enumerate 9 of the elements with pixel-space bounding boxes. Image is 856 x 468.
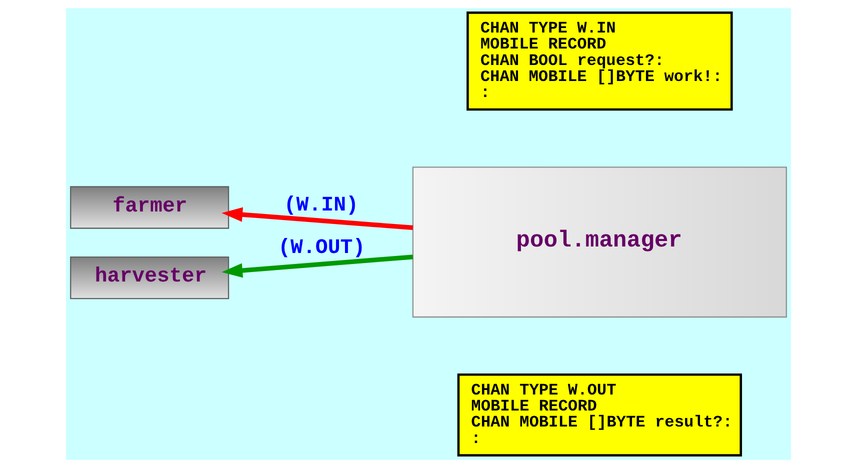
node-box: harvester [70, 256, 229, 300]
node-box: CHAN TYPE W.IN MOBILE RECORD CHAN BOOL request?: CHAN MOBILE []BYTE work!: : [466, 12, 732, 111]
node-box: CHAN TYPE W.OUT MOBILE RECORD CHAN MOBILE []BYTE result?: : [456, 373, 742, 456]
arrow [221, 254, 412, 278]
node-box: pool.manager [412, 166, 786, 318]
node-box: farmer [70, 186, 229, 229]
edge-label: (W.IN) [283, 194, 358, 218]
arrow [221, 207, 412, 230]
edge-label: (W.OUT) [278, 236, 365, 260]
